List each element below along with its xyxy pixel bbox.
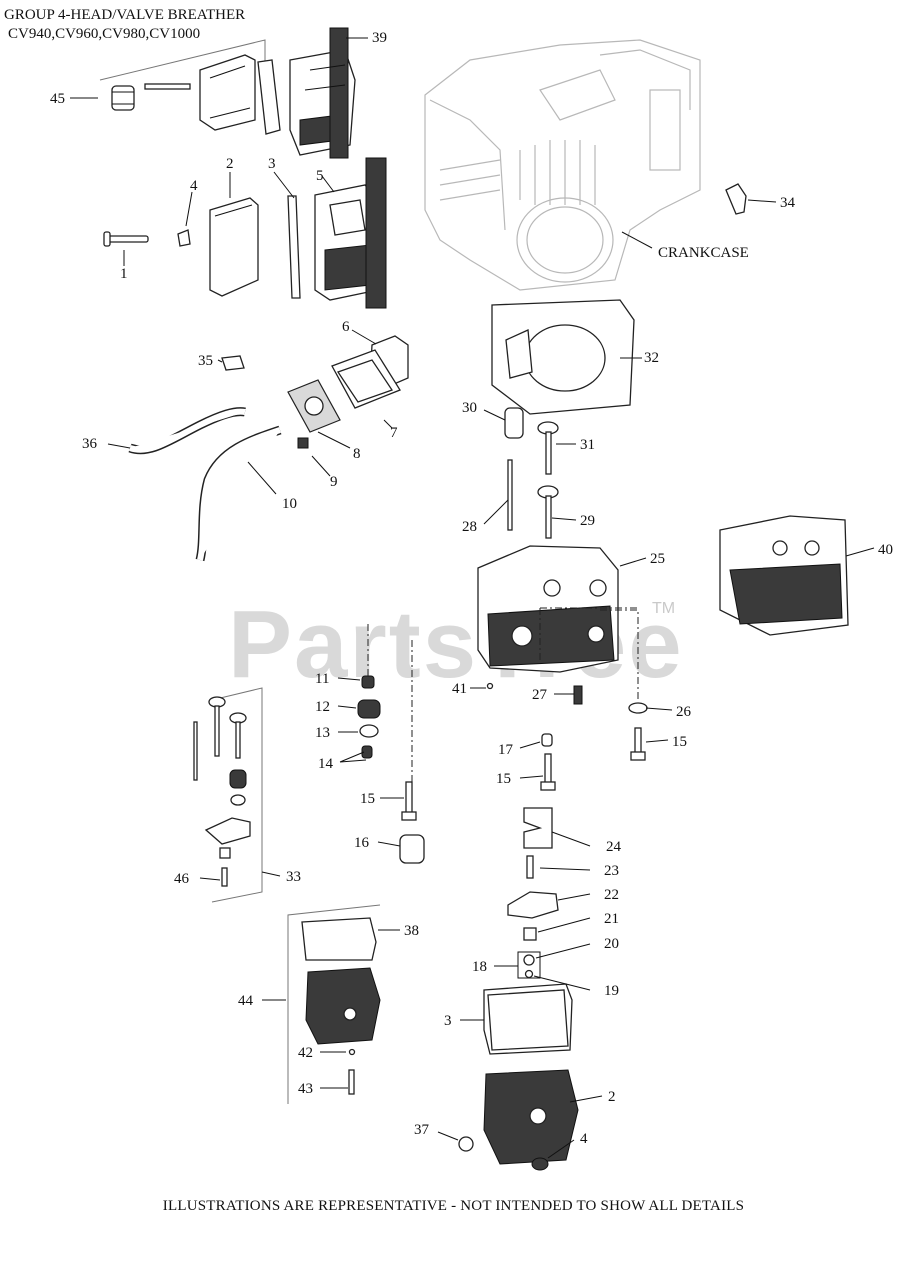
callout-9: 9 [330,474,338,490]
callout-24: 24 [606,839,622,855]
callout-14: 14 [318,756,334,772]
callout-33: 33 [286,869,301,885]
callout-38: 38 [404,923,419,939]
callout-3-lower: 3 [444,1013,452,1029]
callout-43: 43 [298,1081,313,1097]
callout-35: 35 [198,353,213,369]
callout-15-left: 15 [360,791,375,807]
callout-18: 18 [472,959,487,975]
breather-parts [128,335,409,562]
callout-32: 32 [644,350,659,366]
callout-22: 22 [604,887,619,903]
valve-cover-assembly-left [103,157,387,309]
cylinder-head-25 [477,545,640,673]
callout-15-center: 15 [496,771,511,787]
callout-41: 41 [452,681,467,697]
callout-45: 45 [50,91,65,107]
head-gasket-and-valves [491,299,635,539]
callout-8: 8 [353,446,361,462]
callout-39: 39 [372,30,387,46]
callout-2-lower: 2 [608,1089,616,1105]
callout-13: 13 [315,725,330,741]
callout-30: 30 [462,400,477,416]
callout-46: 46 [174,871,190,887]
callout-17: 17 [498,742,514,758]
callout-34: 34 [780,195,796,211]
callout-19: 19 [604,983,619,999]
valve-cover-kit-44 [287,904,381,1104]
cylinder-head-40 [719,515,849,636]
callout-28: 28 [462,519,477,535]
callout-29: 29 [580,513,595,529]
callout-16: 16 [354,835,370,851]
callout-12: 12 [315,699,330,715]
callout-23: 23 [604,863,619,879]
callout-1: 1 [120,266,128,282]
breather-fitting-34 [725,183,747,215]
valve-kit-33 [193,687,263,903]
callout-31: 31 [580,437,595,453]
callout-6: 6 [342,319,350,335]
disclaimer-note: ILLUSTRATIONS ARE REPRESENTATIVE - NOT I… [162,1198,745,1214]
callout-4: 4 [190,178,198,194]
callout-7: 7 [390,425,398,441]
callout-25: 25 [650,551,665,567]
callout-3: 3 [268,156,276,172]
callout-40: 40 [878,542,893,558]
callout-4-lower: 4 [580,1131,588,1147]
valve-cover-lower [458,983,579,1171]
callout-labels: 45 39 1 2 3 4 5 CRANKCASE 34 6 35 7 8 9 … [50,30,893,1147]
callout-15-right: 15 [672,734,687,750]
leader-lines [70,37,875,1159]
diagram-model-list: CV940,CV960,CV980,CV1000 [8,26,201,42]
crankcase-illustration [424,39,701,291]
callout-36: 36 [82,436,98,452]
watermark-trademark: TM [652,600,676,617]
callout-2: 2 [226,156,234,172]
callout-37: 37 [414,1122,430,1138]
callout-26: 26 [676,704,692,720]
crankcase-label: CRANKCASE [658,245,749,261]
callout-21: 21 [604,911,619,927]
diagram-title: GROUP 4-HEAD/VALVE BREATHER [4,7,246,23]
callout-20: 20 [604,936,619,952]
callout-27: 27 [532,687,548,703]
callout-5: 5 [316,168,324,184]
callout-42: 42 [298,1045,313,1061]
callout-11: 11 [315,671,329,687]
valve-train-parts [357,609,648,979]
breather-assembly-top [99,27,356,159]
callout-44: 44 [238,993,254,1009]
callout-10: 10 [282,496,297,512]
